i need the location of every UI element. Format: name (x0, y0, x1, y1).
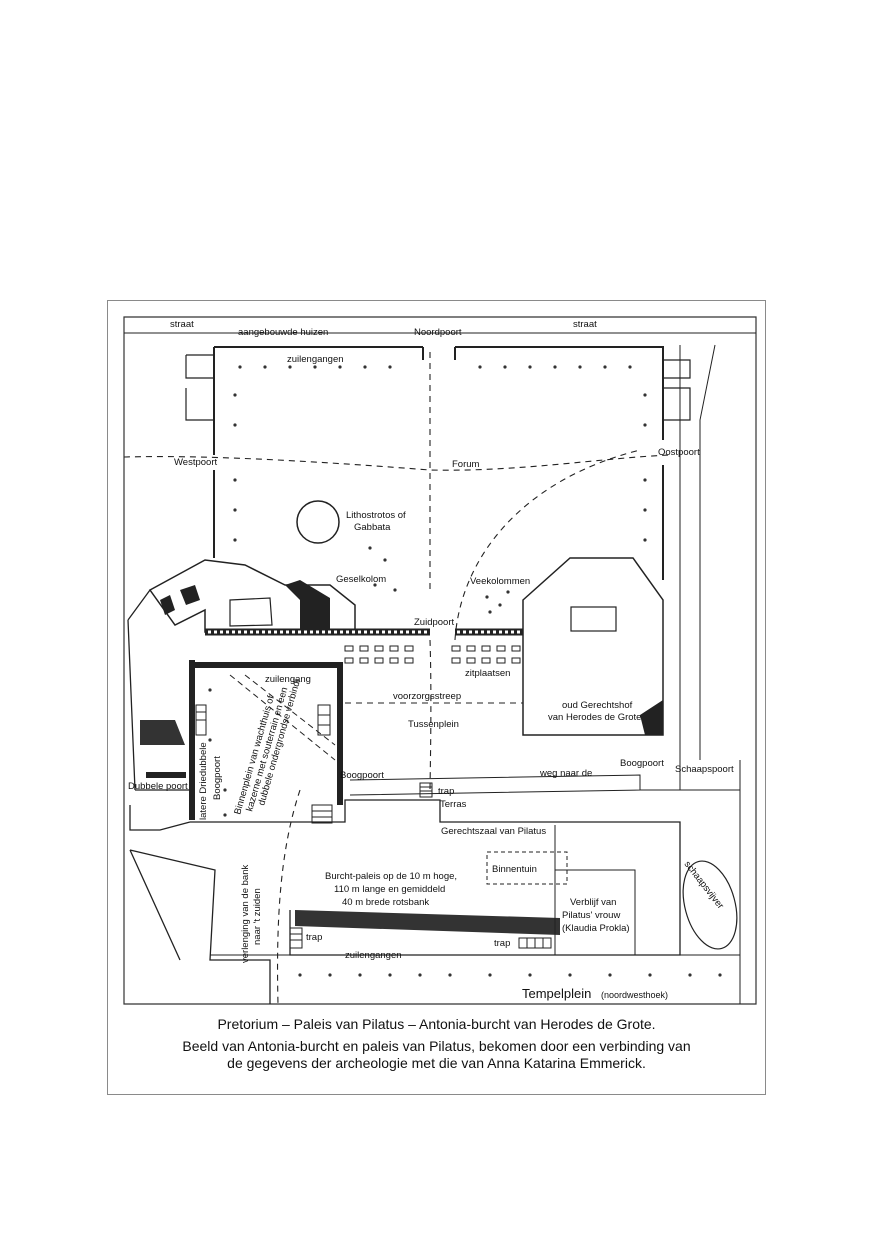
label-burcht-3: 40 m brede rotsbank (342, 897, 429, 908)
label-latere-driedubbele: latere Driedubbele (198, 742, 209, 820)
label-oostpoort: Oostpoort (658, 447, 700, 458)
antonia-fortress (148, 559, 356, 633)
label-trap-center: trap (438, 786, 454, 797)
label-straat-right: straat (573, 319, 597, 330)
label-verblijf-2: Pilatus' vrouw (562, 910, 620, 921)
label-veekolommen: Veekolommen (470, 576, 530, 587)
label-noordpoort: Noordpoort (414, 327, 462, 338)
label-boogpoort-right: Boogpoort (620, 758, 664, 769)
label-aangebouwde-huizen: aangebouwde huizen (238, 327, 328, 338)
label-zuilengangen-bottom: zuilengangen (345, 950, 402, 961)
label-straat-left: straat (170, 319, 194, 330)
caption-title: Pretorium – Paleis van Pilatus – Antonia… (217, 1016, 656, 1032)
label-gerechtshof-2: van Herodes de Grote (548, 712, 641, 723)
label-verlenging-1: verlenging van de bank (240, 865, 251, 963)
label-gerechtszaal: Gerechtszaal van Pilatus (441, 826, 546, 837)
forum-wall-north-west (213, 346, 424, 558)
label-noordwesthoek: (noordwesthoek) (601, 990, 668, 1000)
label-burcht-2: 110 m lange en gemiddeld (334, 884, 445, 895)
caption-line-3: de gegevens der archeologie met die van … (227, 1055, 646, 1071)
label-westpoort: Westpoort (174, 457, 217, 468)
label-tempelplein: Tempelplein (522, 986, 591, 1001)
column-dots (208, 365, 722, 977)
zitplaatsen-rows (344, 645, 521, 664)
lithostrotos-circle (296, 500, 340, 544)
label-geselkolom: Geselkolom (336, 574, 386, 585)
label-tussenplein: Tussenplein (408, 719, 459, 730)
label-gerechtshof-1: oud Gerechtshof (562, 700, 633, 711)
label-zuilengang: zuilengang (265, 674, 311, 685)
label-lithostrotos-1: Lithostrotos of (346, 510, 406, 521)
binnenplein-left-outline (127, 589, 192, 791)
label-binnentuin: Binnentuin (492, 864, 537, 875)
schaapsvijver-pond (682, 860, 738, 950)
label-boogpoort-center: Boogpoort (340, 770, 384, 781)
label-trap-bottom: trap (494, 938, 510, 949)
caption-line-2: Beeld van Antonia-burcht en paleis van P… (182, 1038, 691, 1054)
label-lithostrotos-2: Gabbata (354, 522, 391, 533)
forum-wall-north-east (454, 346, 664, 580)
label-verlenging-2: naar 't zuiden (252, 888, 263, 945)
label-forum: Forum (452, 459, 480, 470)
label-trap-left: trap (306, 932, 322, 943)
label-zuidpoort: Zuidpoort (414, 617, 454, 628)
label-zuilengangen-top: zuilengangen (287, 354, 344, 365)
label-weg-naar-de: weg naar de (539, 768, 592, 779)
label-dubbele-poort: Dubbele poort (128, 781, 188, 792)
label-voorzorgsstreep: voorzorgsstreep (393, 691, 461, 702)
label-burcht-1: Burcht-paleis op de 10 m hoge, (325, 871, 457, 882)
oud-gerechtshof (522, 557, 664, 736)
figure-frame (107, 300, 766, 1095)
rock-bank (295, 910, 560, 935)
label-boogpoort-vertical: Boogpoort (212, 756, 223, 800)
label-schaapsvijver: schaapsvijver (682, 859, 726, 911)
binnenplein-wall (189, 660, 343, 820)
label-zitplaatsen: zitplaatsen (465, 668, 510, 679)
label-verblijf-1: Verblijf van (570, 897, 616, 908)
label-verblijf-3: (Klaudia Prokla) (562, 923, 630, 934)
map-border (123, 316, 757, 1005)
pretorium-map: straat straat aangebouwde huizen Noordpo… (123, 316, 757, 1005)
label-schaapspoort: Schaapspoort (675, 764, 734, 775)
label-terras: Terras (440, 799, 467, 810)
